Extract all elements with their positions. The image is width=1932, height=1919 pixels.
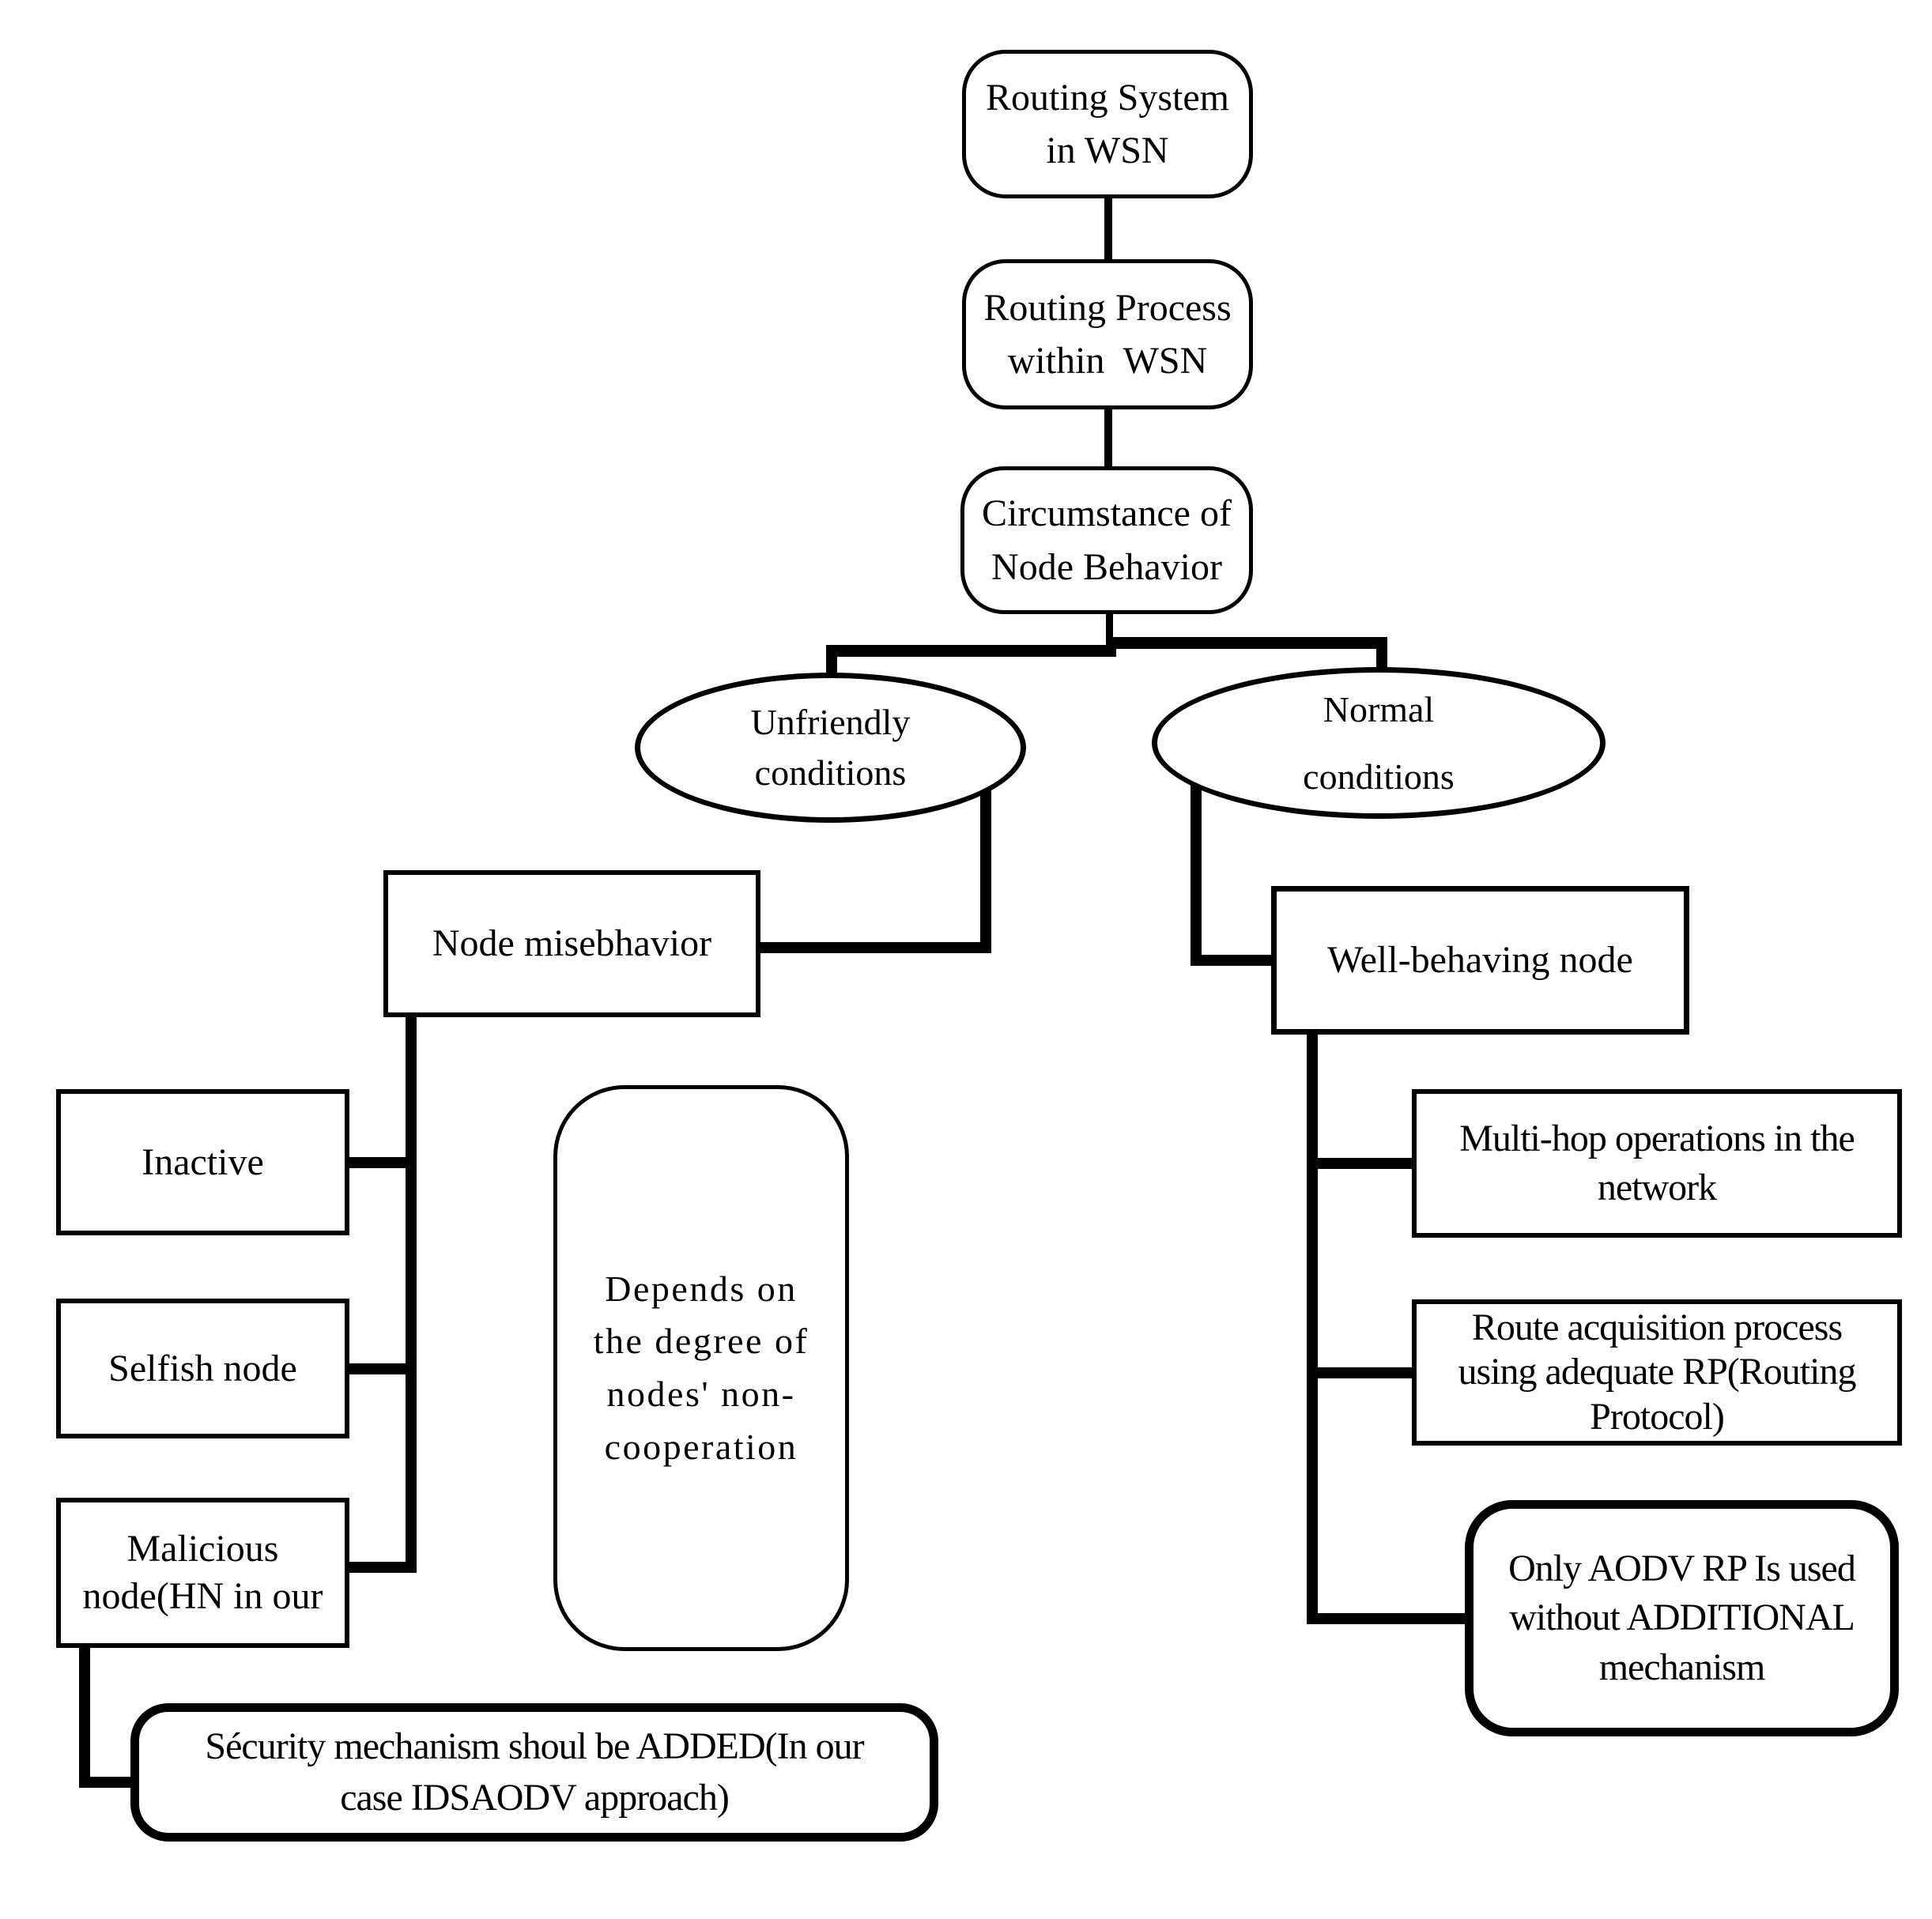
node-unfriendly-conditions: Unfriendly conditions (635, 673, 1026, 823)
stub-malicious (349, 1562, 417, 1573)
node-well-behaving: Well-behaving node (1271, 886, 1689, 1035)
node-misbehavior-label: Node misebhavior (432, 922, 712, 965)
branch-bar-right (1107, 637, 1387, 649)
node-selfish: Selfish node (56, 1299, 349, 1438)
connector-circumstance-trunk (1106, 614, 1113, 654)
node-route-acquisition-label: Route acquisition process using adequate… (1458, 1306, 1857, 1438)
node-normal-conditions: Normal conditions (1152, 667, 1606, 819)
node-unfriendly-conditions-label: Unfriendly conditions (750, 701, 911, 793)
connector-normal-down (1191, 779, 1202, 966)
node-circumstance: Circumstance of Node Behavior (960, 466, 1253, 614)
node-circumstance-label: Circumstance of Node Behavior (982, 492, 1232, 588)
connector-process-circumstance (1104, 409, 1112, 468)
node-depends: Depends on the degree of nodes' non- coo… (553, 1085, 849, 1651)
stub-multihop (1318, 1158, 1412, 1169)
stub-selfish (349, 1363, 417, 1374)
node-routing-process-label: Routing Process within WSN (983, 286, 1232, 382)
node-routing-process: Routing Process within WSN (962, 259, 1253, 409)
stub-inactive (349, 1157, 417, 1168)
node-malicious-label: Malicious node(HN in our (82, 1528, 323, 1617)
connector-malicious-security (79, 1777, 136, 1788)
node-well-behaving-label: Well-behaving node (1327, 939, 1633, 982)
node-depends-label: Depends on the degree of nodes' non- coo… (593, 1268, 809, 1467)
node-routing-system-label: Routing System in WSN (985, 76, 1230, 172)
wellbehaving-spine (1307, 1033, 1318, 1624)
stub-route-acquisition (1318, 1367, 1412, 1378)
connector-unfriendly-misbehavior (759, 942, 991, 953)
node-normal-conditions-label: Normal conditions (1303, 688, 1455, 797)
node-route-acquisition: Route acquisition process using adequate… (1412, 1299, 1902, 1446)
node-malicious: Malicious node(HN in our (56, 1498, 349, 1648)
node-selfish-label: Selfish node (108, 1347, 297, 1389)
connector-unfriendly-down (980, 786, 991, 953)
connector-system-process (1104, 198, 1112, 261)
node-inactive: Inactive (56, 1089, 349, 1235)
branch-bar-left (826, 645, 1116, 657)
node-multi-hop: Multi-hop operations in the network (1412, 1089, 1902, 1238)
connector-normal-wellbehaving (1191, 955, 1271, 966)
node-inactive-label: Inactive (142, 1140, 264, 1183)
node-security-mechanism-label: Sécurity mechanism shoul be ADDED(In our… (205, 1725, 864, 1819)
misbehavior-spine (406, 1016, 417, 1573)
node-multi-hop-label: Multi-hop operations in the network (1459, 1117, 1855, 1208)
connector-malicious-down (79, 1646, 90, 1788)
node-misbehavior: Node misebhavior (383, 870, 760, 1017)
node-routing-system: Routing System in WSN (962, 50, 1253, 198)
stub-only-aodv (1318, 1613, 1465, 1624)
node-only-aodv-label: Only AODV RP Is used without ADDITIONAL … (1508, 1547, 1856, 1688)
node-only-aodv: Only AODV RP Is used without ADDITIONAL … (1465, 1500, 1899, 1736)
node-security-mechanism: Sécurity mechanism shoul be ADDED(In our… (130, 1703, 938, 1842)
